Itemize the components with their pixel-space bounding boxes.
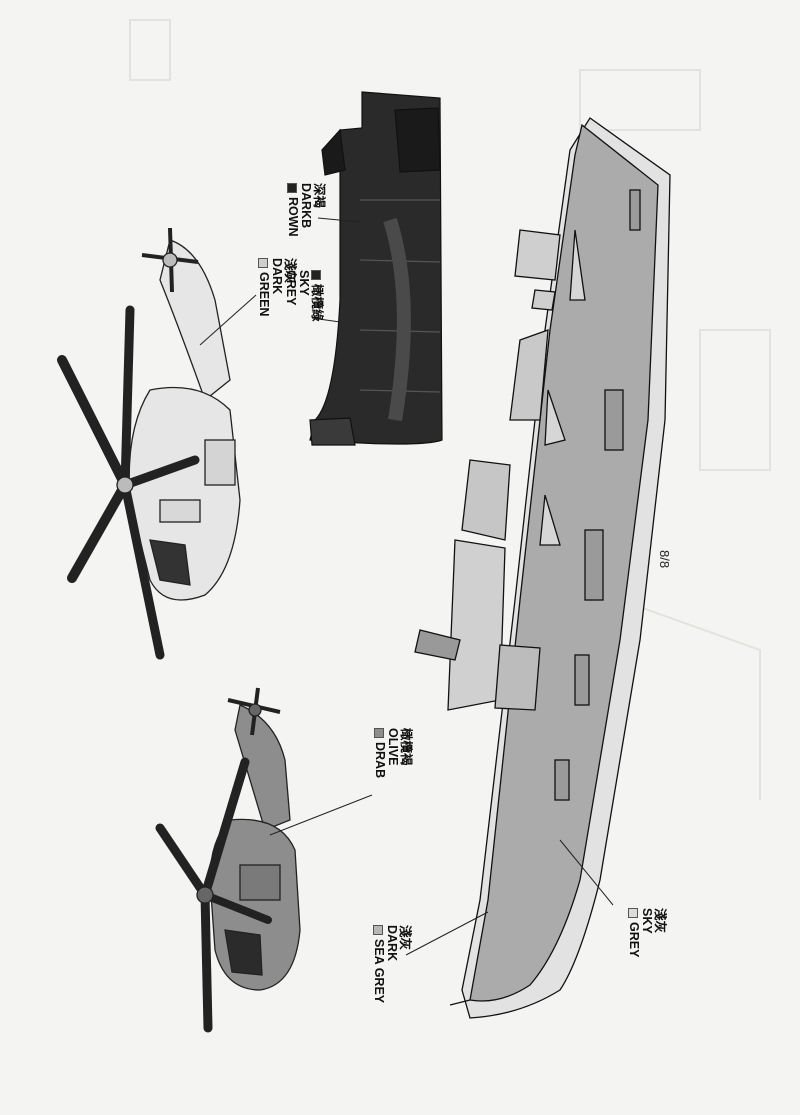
callout-olive-drab-en-2: DRAB [373,742,387,779]
color-swatch-icon [374,728,385,738]
callout-sky-grey-block-en-2: GREY [284,270,298,306]
callout-dark-brown-en-2: ROWN [286,197,300,237]
callout-dark-brown-en-1: DARKB [299,183,313,229]
callout-olive-drab-cn: 橄欖褐 [399,728,413,766]
callout-dark-sea-grey-en-2: SEA GREY [372,939,386,1004]
callout-olive-drab: 橄欖褐 OLIVE DRAB [373,728,413,779]
color-swatch-icon [373,925,384,935]
helicopter-2-drawing [155,687,301,1033]
carrier-drawing [414,117,671,1019]
callout-dark-brown-cn: 深褐 [312,183,326,209]
color-swatch-icon [628,908,639,918]
page-number: 8/8 [657,550,672,569]
color-swatch-icon [311,270,322,280]
callout-sky-grey-block: 橄欖綠 SKY GREY [284,270,324,322]
callout-helicopter-1-en-1: DARK [270,258,284,295]
callout-dark-sea-grey: 淺灰 DARK SEA GREY [372,925,412,1004]
callout-sky-grey-block-en-1: SKY [297,270,311,296]
callout-dark-brown: 深褐 DARKB ROWN [286,183,326,237]
deck-helicopter [539,229,586,546]
callout-olive-drab-en-1: OLIVE [386,728,400,766]
callout-sky-grey-hull-en-2: GREY [627,922,641,958]
leader-lines [199,217,614,956]
helicopter-1-drawing [57,227,241,660]
callout-dark-sea-grey-cn: 淺灰 [398,925,412,951]
helicopter-2-cockpit [224,929,263,976]
helicopter-1-cockpit [149,539,191,586]
hull-sponsons [554,189,641,801]
callout-sky-grey-hull: 淺灰 SKY GREY [627,908,667,958]
callout-sky-grey-block-cn: 橄欖綠 [310,284,324,322]
color-swatch-icon [287,183,298,193]
callout-dark-sea-grey-en-1: DARK [385,925,399,962]
callout-helicopter-1-en-2: GREEN [257,272,271,317]
color-swatch-icon [258,258,269,268]
carrier-flight-deck [469,123,659,1002]
callout-sky-grey-hull-cn: 淺灰 [653,908,667,934]
show-through-ghost [129,19,771,800]
callout-sky-grey-hull-en-1: SKY [640,908,654,934]
island-superstructure-drawing [309,91,443,446]
